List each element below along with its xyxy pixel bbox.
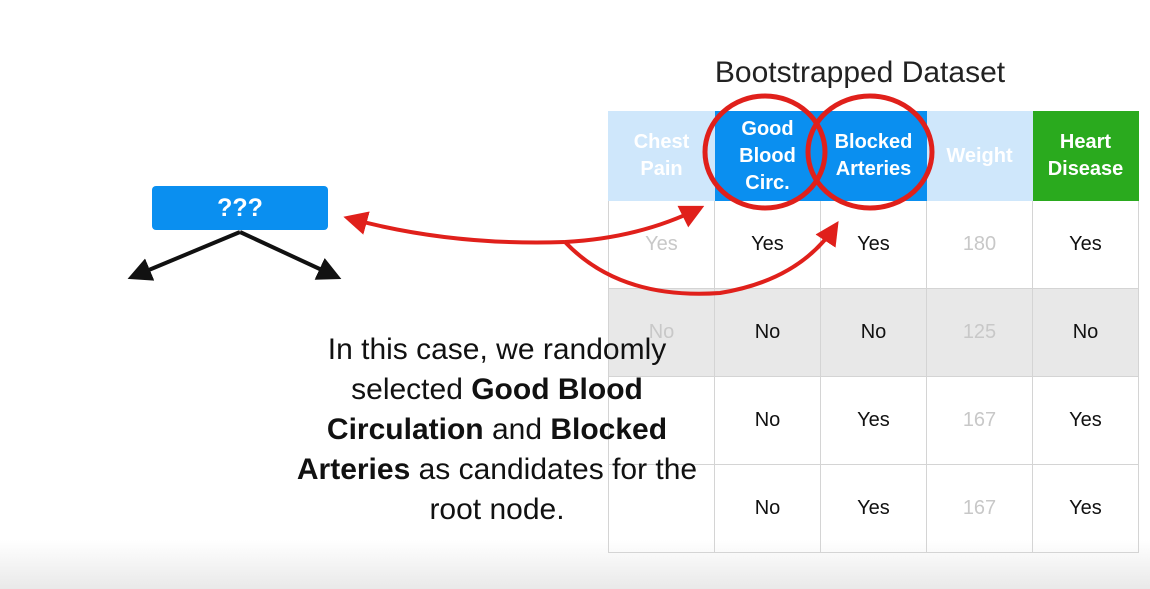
- table-cell: No: [1032, 288, 1139, 377]
- highlight-circle-good-blood: [702, 93, 828, 211]
- red-arrow-to-good-blood: [564, 205, 705, 244]
- table-row: No Yes 167 Yes: [608, 376, 1139, 465]
- header-weight: Weight: [926, 111, 1033, 201]
- left-branch-arrow: [127, 230, 241, 281]
- red-arrow-to-node: [343, 211, 566, 245]
- dataset-title: Bootstrapped Dataset: [714, 56, 1006, 89]
- table-cell: [608, 376, 715, 465]
- table-cell: 125: [926, 288, 1033, 377]
- table-cell: Yes: [1032, 464, 1139, 553]
- table-row: No No No 125 No: [608, 288, 1139, 377]
- table-cell: No: [820, 288, 927, 377]
- table-cell: Yes: [820, 464, 927, 553]
- root-node-label: ???: [217, 193, 263, 222]
- table-cell: No: [714, 288, 821, 377]
- table-cell: No: [608, 288, 715, 377]
- root-node: ???: [152, 186, 328, 230]
- right-branch-arrow: [239, 230, 342, 280]
- highlight-circle-blocked-arteries: [805, 93, 935, 211]
- table-cell: 167: [926, 464, 1033, 553]
- table-cell: Yes: [820, 376, 927, 465]
- table-cell: Yes: [1032, 376, 1139, 465]
- table-cell: 180: [926, 200, 1033, 289]
- red-arrow-to-blocked-arteries: [563, 220, 839, 296]
- caption-text: In this case, we randomly selected Good …: [296, 333, 698, 526]
- table-cell: Yes: [714, 200, 821, 289]
- table-cell: No: [714, 376, 821, 465]
- table-cell: No: [714, 464, 821, 553]
- table-row: No Yes 167 Yes: [608, 464, 1139, 553]
